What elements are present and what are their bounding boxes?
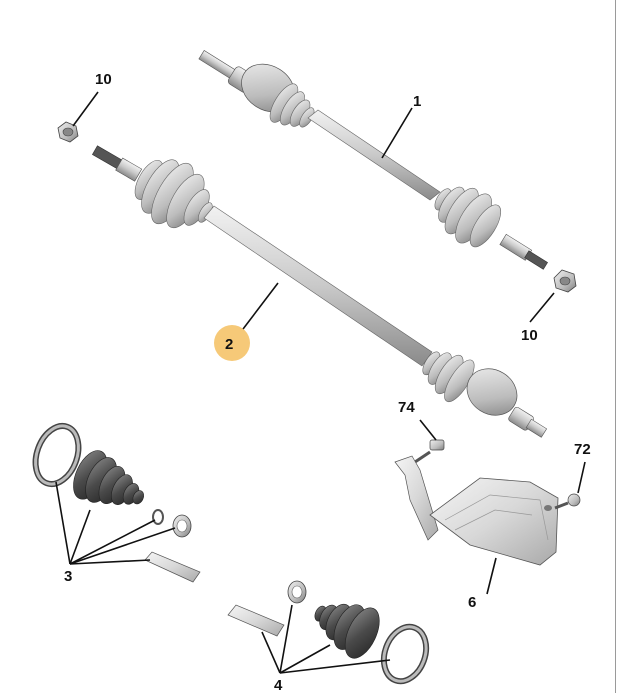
- callout-10-right: 10: [521, 327, 538, 344]
- leader-lines: [55, 91, 586, 674]
- right-panel-edge: [615, 0, 621, 693]
- drive-shaft-1: [198, 50, 548, 270]
- callout-6: 6: [468, 594, 476, 611]
- callout-3: 3: [64, 568, 72, 585]
- boot-kit-4: [227, 580, 430, 685]
- hub-nut-right: [553, 269, 577, 293]
- callout-74: 74: [398, 399, 415, 416]
- heat-shield-bracket-6: [394, 455, 559, 566]
- bolt-74: [414, 439, 445, 464]
- callout-10-top: 10: [95, 71, 112, 88]
- boot-kit-3: [32, 422, 201, 583]
- callout-72: 72: [574, 441, 591, 458]
- callout-2-highlight: [214, 325, 250, 361]
- callout-2: 2: [225, 336, 233, 353]
- callout-1: 1: [413, 93, 421, 110]
- drive-shaft-2: [92, 145, 548, 438]
- hub-nut-top-left: [57, 121, 79, 143]
- bolt-72: [554, 493, 581, 510]
- callout-4: 4: [274, 677, 283, 693]
